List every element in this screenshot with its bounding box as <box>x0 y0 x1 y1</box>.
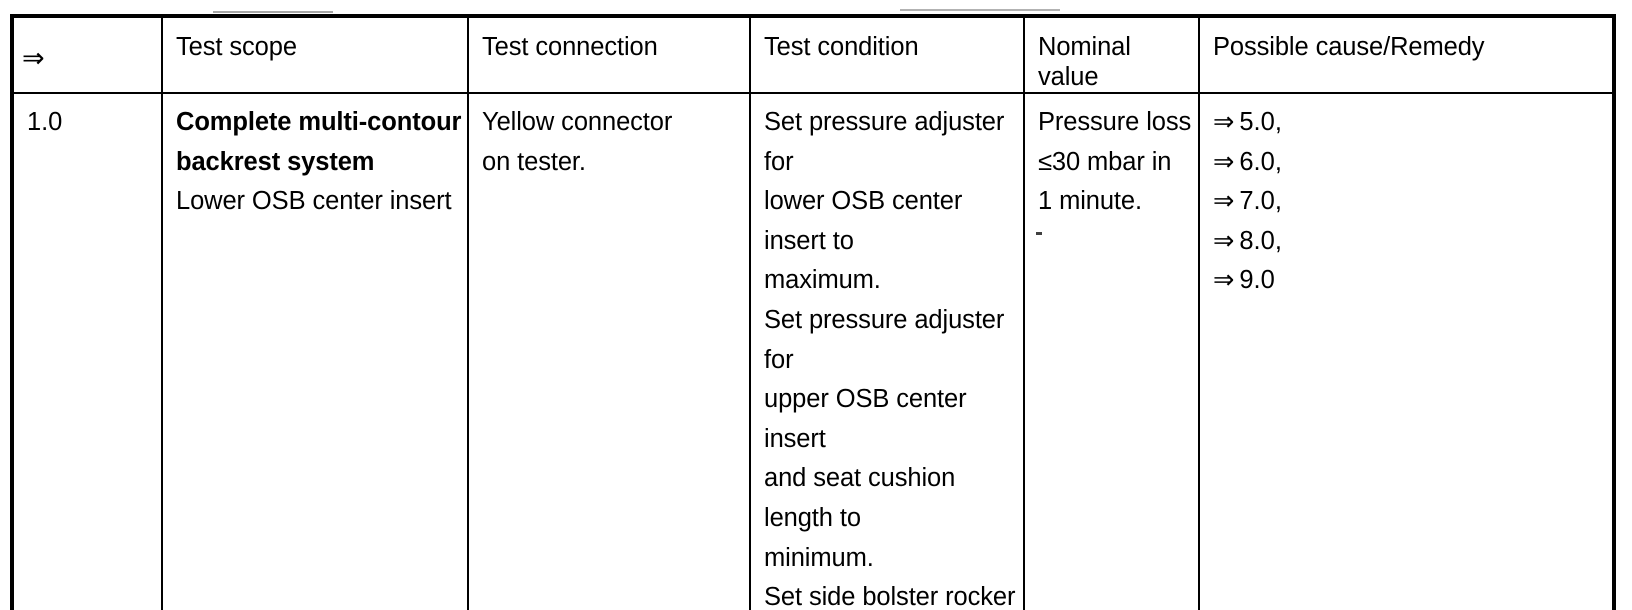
nominal-value-line-2: ≤30 mbar in <box>1038 147 1172 176</box>
header-label-nominal-value: Nominal value <box>1038 33 1131 91</box>
connector-color-label: Yellow <box>482 108 555 136</box>
header-label-test-scope: Test scope <box>176 33 297 61</box>
connector-location-label: connector on tester. <box>482 108 673 176</box>
header-cell-test-condition: Test condition <box>749 15 1025 94</box>
double-arrow-icon: ⇒ <box>1213 107 1235 137</box>
cell-possible-cause-remedy: ⇒5.0, ⇒6.0, ⇒7.0, ⇒8.0, ⇒9.0 <box>1198 92 1615 610</box>
table-row: 1.0 Complete multi-contour backrest syst… <box>11 92 1615 610</box>
scan-speck <box>900 9 1060 11</box>
remedy-reference: 7.0, <box>1239 187 1282 216</box>
test-scope-title: Complete multi-contour backrest system <box>176 108 462 176</box>
double-arrow-icon: ⇒ <box>1213 146 1235 177</box>
remedy-reference: 9.0 <box>1239 266 1275 295</box>
cell-nominal-value: Pressure loss ≤30 mbar in 1 minute. <box>1023 92 1200 610</box>
table-header-row: ⇒ Test scope Test connection Test condit… <box>11 15 1615 94</box>
nominal-value-line-1: Pressure loss <box>1038 108 1192 136</box>
double-arrow-icon: ⇒ <box>22 43 45 74</box>
nominal-value-line-3: 1 minute. <box>1038 187 1142 216</box>
scan-speck <box>213 11 333 13</box>
header-label-test-condition: Test condition <box>764 33 919 61</box>
remedy-item: ⇒7.0, <box>1213 182 1612 222</box>
remedy-item: ⇒9.0 <box>1213 261 1612 301</box>
remedy-reference: 6.0, <box>1239 147 1282 176</box>
test-connection-text: Yellow connector on tester. <box>482 103 749 182</box>
double-arrow-icon: ⇒ <box>1213 225 1235 256</box>
cell-test-condition: Set pressure adjuster for lower OSB cent… <box>749 92 1025 610</box>
remedy-item: ⇒6.0, <box>1213 143 1612 183</box>
double-arrow-icon: ⇒ <box>1213 186 1235 217</box>
header-cell-possible-cause-remedy: Possible cause/Remedy <box>1198 15 1615 94</box>
scan-speck <box>1036 232 1042 235</box>
double-arrow-icon: ⇒ <box>1213 265 1235 296</box>
test-condition-text: Set pressure adjuster for lower OSB cent… <box>764 108 1016 610</box>
cell-step-index: 1.0 <box>11 92 163 610</box>
remedy-item: ⇒8.0, <box>1213 222 1612 262</box>
header-label-test-connection: Test connection <box>482 33 658 61</box>
header-cell-test-scope: Test scope <box>161 15 469 94</box>
remedy-reference: 5.0, <box>1239 108 1282 136</box>
test-procedure-table: ⇒ Test scope Test connection Test condit… <box>10 14 1616 610</box>
header-cell-index: ⇒ <box>11 15 163 94</box>
remedy-item: ⇒5.0, <box>1213 103 1612 143</box>
header-cell-nominal-value: Nominal value <box>1023 15 1200 94</box>
remedy-reference: 8.0, <box>1239 226 1282 255</box>
test-scope-detail: Lower OSB center insert <box>176 187 452 216</box>
cell-test-connection: Yellow connector on tester. <box>467 92 751 610</box>
header-cell-test-connection: Test connection <box>467 15 751 94</box>
cell-test-scope: Complete multi-contour backrest system L… <box>161 92 469 610</box>
header-label-possible-cause-remedy: Possible cause/Remedy <box>1213 33 1485 61</box>
step-number: 1.0 <box>27 108 63 136</box>
